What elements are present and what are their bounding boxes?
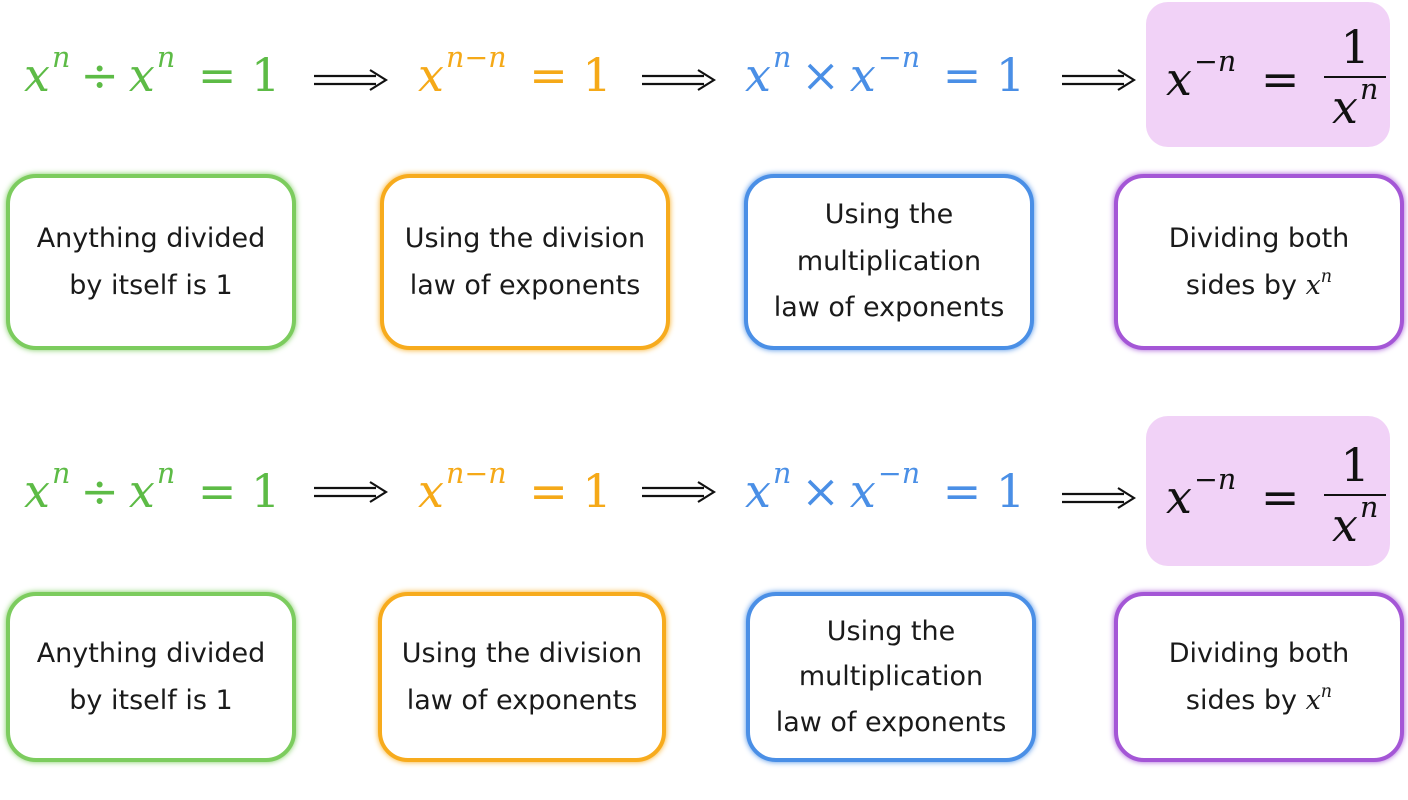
implies-arrow-icon [312,68,388,92]
implies-arrow-icon [1060,486,1136,510]
explanation-card-identity: Anything divided by itself is 1 [6,174,296,350]
implies-arrow-icon [640,480,716,504]
derivation-row-1: xn÷xn = 1 xn−n = 1 xn×x−n = 1 x−n = 1 xn… [0,0,1408,384]
equation-division: xn÷xn = 1 [24,40,281,102]
explanation-card-division-law: Using the division law of exponents [378,592,666,762]
explanation-card-multiplication-law: Using the multiplication law of exponent… [744,174,1034,350]
derivation-row-2: xn÷xn = 1 xn−n = 1 xn×x−n = 1 x−n = 1 xn… [0,416,1408,800]
explanation-card-divide-both-sides: Dividing both sides by xn [1114,174,1404,350]
equation-result: x−n = 1 xn [1166,24,1387,136]
implies-arrow-icon [640,68,716,92]
equation-multiplication: xn×x−n = 1 [745,40,1026,102]
implies-arrow-icon [312,480,388,504]
implies-arrow-icon [1060,68,1136,92]
equation-result: x−n = 1 xn [1166,442,1387,554]
equation-subtract-exponents: xn−n = 1 [418,456,612,518]
equation-multiplication: xn×x−n = 1 [745,456,1026,518]
equation-subtract-exponents: xn−n = 1 [418,40,612,102]
result-highlight [1146,416,1390,566]
result-highlight [1146,2,1390,147]
fraction: 1 xn [1324,442,1387,548]
fraction: 1 xn [1324,24,1387,130]
explanation-card-multiplication-law: Using the multiplication law of exponent… [746,592,1036,762]
explanation-card-division-law: Using the division law of exponents [380,174,670,350]
equation-division: xn÷xn = 1 [24,456,281,518]
explanation-card-identity: Anything divided by itself is 1 [6,592,296,762]
explanation-card-divide-both-sides: Dividing both sides by xn [1114,592,1404,762]
